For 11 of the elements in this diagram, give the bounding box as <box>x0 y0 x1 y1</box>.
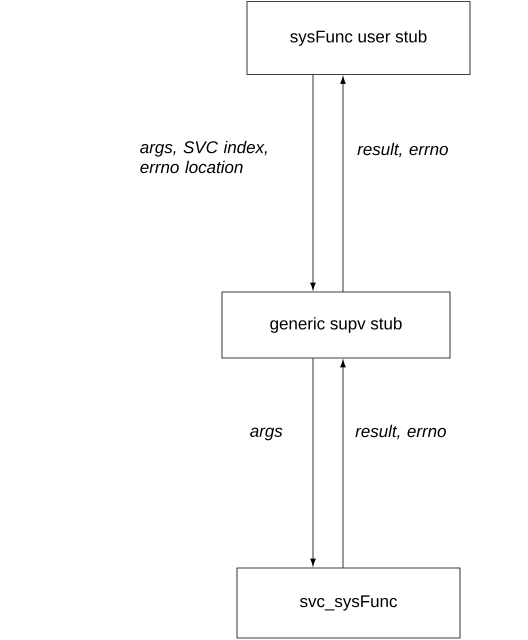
edge-label: args, SVC index, errno location <box>140 140 267 174</box>
process-box: svc_sysFunc <box>236 568 460 638</box>
process-box: sysFunc user stub <box>246 1 470 75</box>
edge-label: args <box>250 428 282 440</box>
arrow <box>340 76 346 292</box>
arrow <box>310 358 316 566</box>
process-box: generic supv stub <box>222 292 450 358</box>
arrow <box>340 360 346 568</box>
arrow <box>310 74 316 290</box>
edge-label: result, errno <box>355 424 446 440</box>
edge-label: result, errno <box>357 142 448 158</box>
